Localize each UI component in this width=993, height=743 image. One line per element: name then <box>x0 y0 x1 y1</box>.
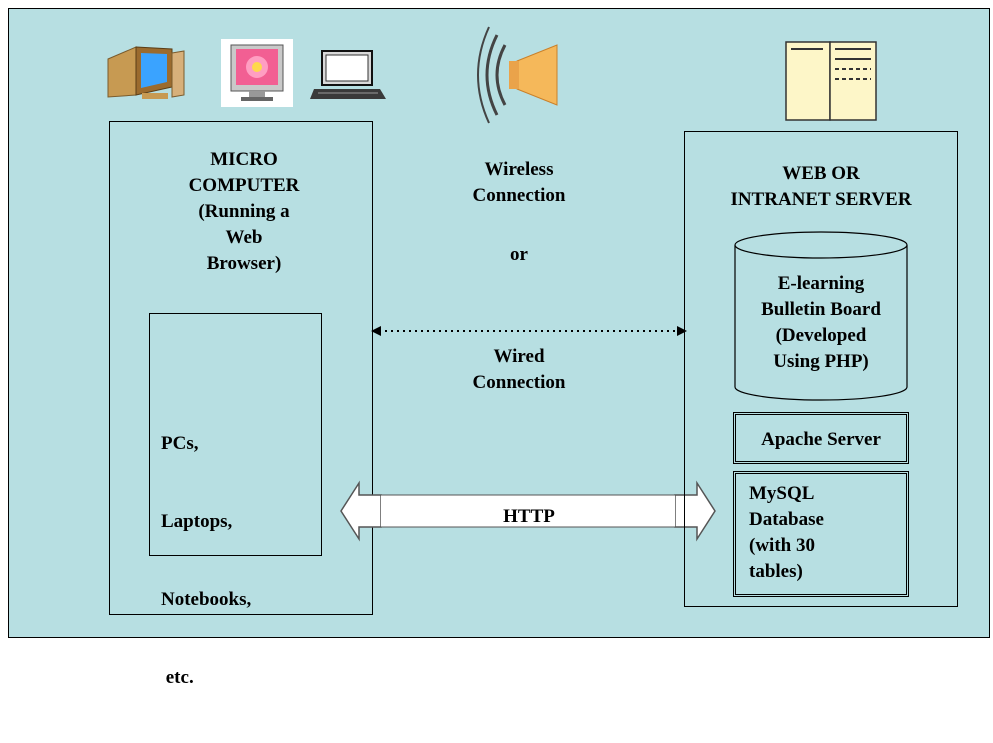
http-label: HTTP <box>503 506 555 527</box>
server-title: WEB OR INTRANET SERVER <box>689 161 953 213</box>
device-item: etc. <box>161 667 194 688</box>
client-title-line: (Running a <box>198 201 290 222</box>
desktop-computer-icon <box>107 46 185 99</box>
database-line: (Developed <box>775 325 867 346</box>
wireless-label: Wireless Connection <box>429 157 609 209</box>
client-box <box>109 121 373 615</box>
server-title-line: WEB OR <box>782 163 860 184</box>
database-line: Bulletin Board <box>761 299 881 320</box>
devices-list: PCs, Laptops, Notebooks, etc. <box>161 379 321 743</box>
mysql-line: (with 30 <box>749 535 815 556</box>
wireless-speaker-icon <box>477 26 558 124</box>
apache-server-box <box>733 412 909 464</box>
server-icon <box>785 41 877 121</box>
mysql-database-box <box>733 471 909 597</box>
database-cylinder <box>734 231 908 401</box>
connection-dotted-arrow <box>371 326 687 336</box>
device-item: PCs, <box>161 433 199 454</box>
monitor-flower-icon <box>221 39 293 107</box>
wired-label: Wired Connection <box>429 344 609 396</box>
client-title-line: COMPUTER <box>188 175 300 196</box>
database-label: E-learning Bulletin Board (Developed Usi… <box>733 271 909 375</box>
or-label: or <box>510 244 528 265</box>
client-title: MICRO COMPUTER (Running a Web Browser) <box>149 147 339 277</box>
wireless-line: Connection <box>472 185 566 206</box>
device-item: Laptops, <box>161 511 233 532</box>
mysql-line: tables) <box>749 561 803 582</box>
wireless-line: Wireless <box>484 159 554 180</box>
server-box <box>684 131 958 607</box>
laptop-icon <box>310 50 386 99</box>
database-line: Using PHP) <box>773 351 869 372</box>
devices-box <box>149 313 322 556</box>
database-line: E-learning <box>777 273 865 294</box>
mysql-line: MySQL <box>749 483 815 504</box>
client-title-line: MICRO <box>210 149 278 170</box>
server-title-line: INTRANET SERVER <box>730 189 912 210</box>
wired-line: Connection <box>472 372 566 393</box>
apache-server-label: Apache Server <box>761 429 881 450</box>
mysql-database-label: MySQL Database (with 30 tables) <box>749 481 899 585</box>
mysql-line: Database <box>749 509 824 530</box>
device-item: Notebooks, <box>161 589 252 610</box>
client-title-line: Browser) <box>206 253 282 274</box>
wired-line: Wired <box>493 346 545 367</box>
http-double-arrow <box>340 480 716 542</box>
client-title-line: Web <box>225 227 263 248</box>
diagram-canvas: MICRO COMPUTER (Running a Web Browser) P… <box>8 8 990 688</box>
